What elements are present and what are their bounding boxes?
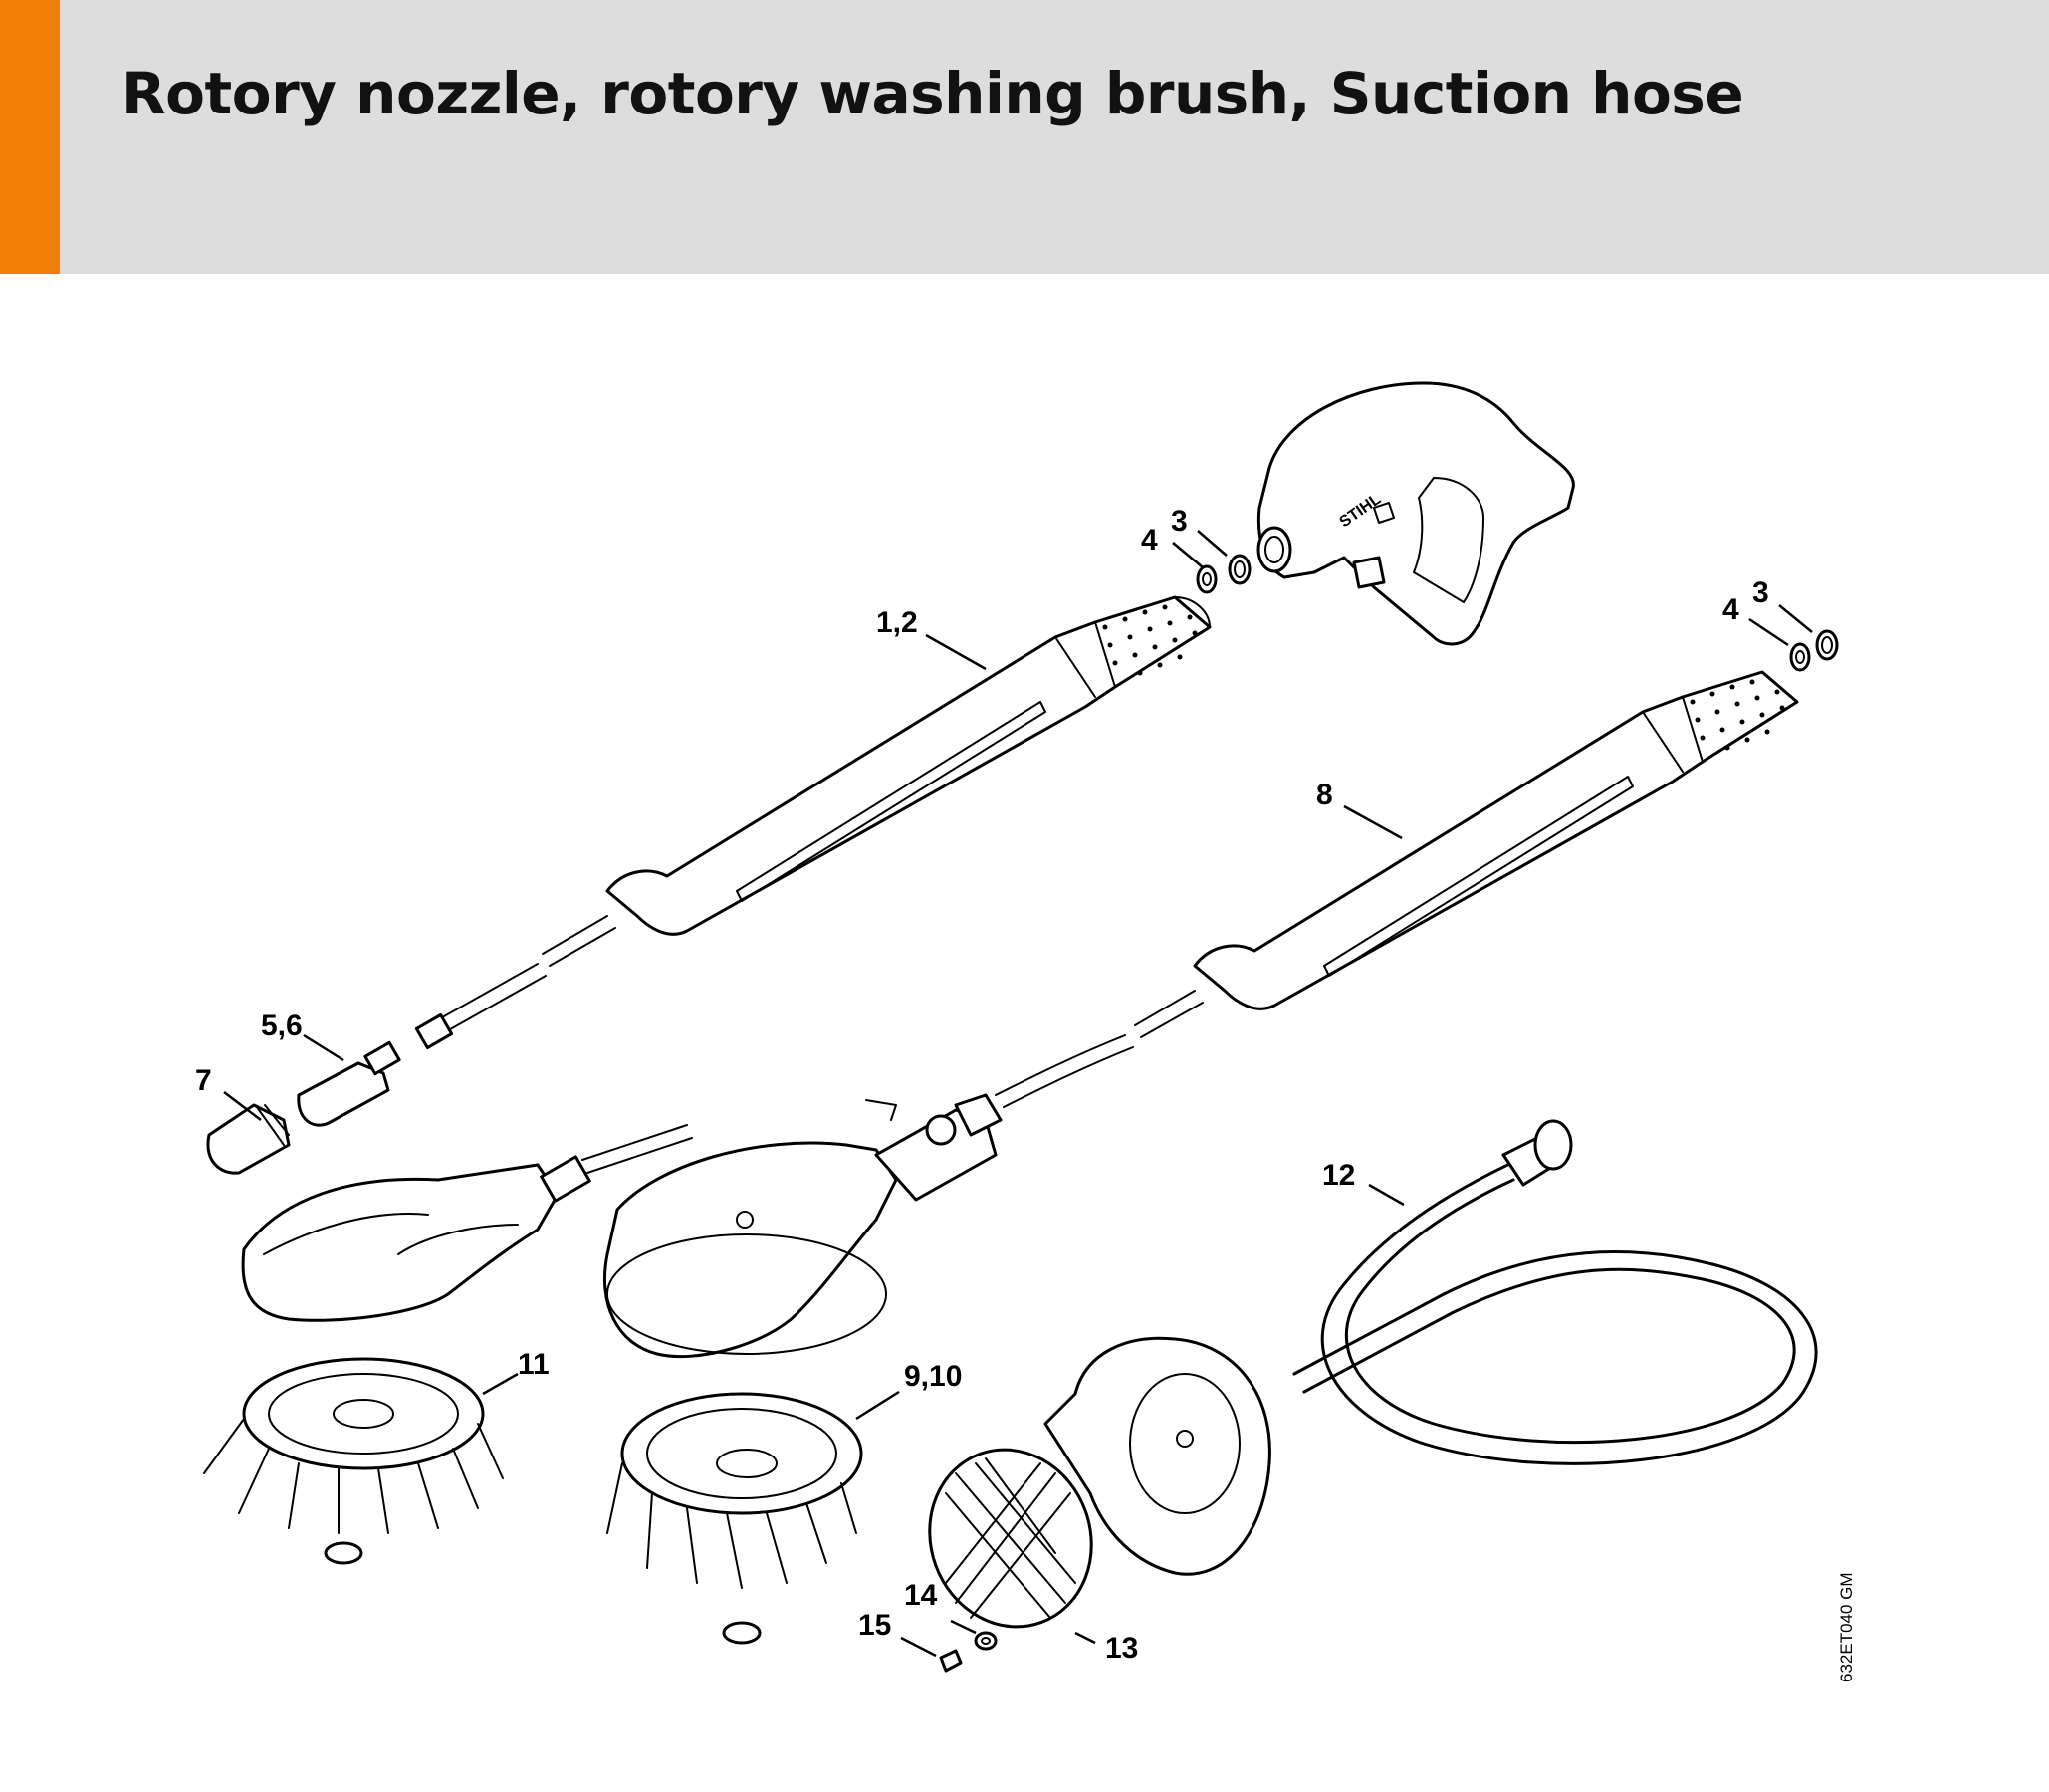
callout-5-6: 5,6 <box>261 1009 303 1042</box>
header-band <box>0 0 2049 274</box>
callout-8: 8 <box>1316 779 1333 811</box>
callout-4-gun: 4 <box>1141 524 1158 557</box>
rotary-brush-head <box>602 1093 1003 1359</box>
callout-3-right: 3 <box>1752 576 1769 609</box>
nozzle-cap <box>206 1103 291 1175</box>
spray-lance-1 <box>414 595 1212 1050</box>
accent-bar <box>0 0 60 274</box>
filter-housing <box>1043 1336 1271 1576</box>
callout-labels: 1,2 3 4 3 4 5,6 7 8 9,10 11 12 13 14 15 <box>195 505 1769 1665</box>
callout-12: 12 <box>1322 1159 1355 1192</box>
drawing-code: 632ET040 GM <box>1837 1572 1856 1682</box>
filter-screen <box>928 1448 1093 1629</box>
screw-washer <box>939 1631 998 1673</box>
leader-lines <box>223 530 1813 1658</box>
callout-3-gun: 3 <box>1171 505 1188 538</box>
washer-pair-b <box>1789 629 1839 672</box>
washer-pair-a <box>1196 554 1252 594</box>
rotary-brush-11 <box>203 1357 504 1565</box>
callout-15: 15 <box>858 1609 891 1642</box>
rotary-brush-9-10 <box>606 1392 863 1645</box>
rotary-nozzle <box>297 1040 401 1127</box>
callout-7: 7 <box>195 1064 212 1097</box>
page-title: Rotory nozzle, rotory washing brush, Suc… <box>121 60 1744 127</box>
spray-gun: STIHL <box>1256 381 1575 646</box>
callout-1-2: 1,2 <box>876 606 918 639</box>
grip-dots-8 <box>1690 679 1785 751</box>
callout-4-right: 4 <box>1722 593 1739 626</box>
grip-dots-1 <box>1102 604 1198 676</box>
callout-14: 14 <box>904 1579 938 1612</box>
brush-adapter-head <box>241 1124 693 1322</box>
callout-11: 11 <box>518 1348 550 1381</box>
spray-lance-8 <box>995 670 1799 1108</box>
callout-13: 13 <box>1105 1632 1138 1665</box>
suction-hose <box>1292 1119 1818 1465</box>
callout-9-10: 9,10 <box>904 1360 962 1393</box>
